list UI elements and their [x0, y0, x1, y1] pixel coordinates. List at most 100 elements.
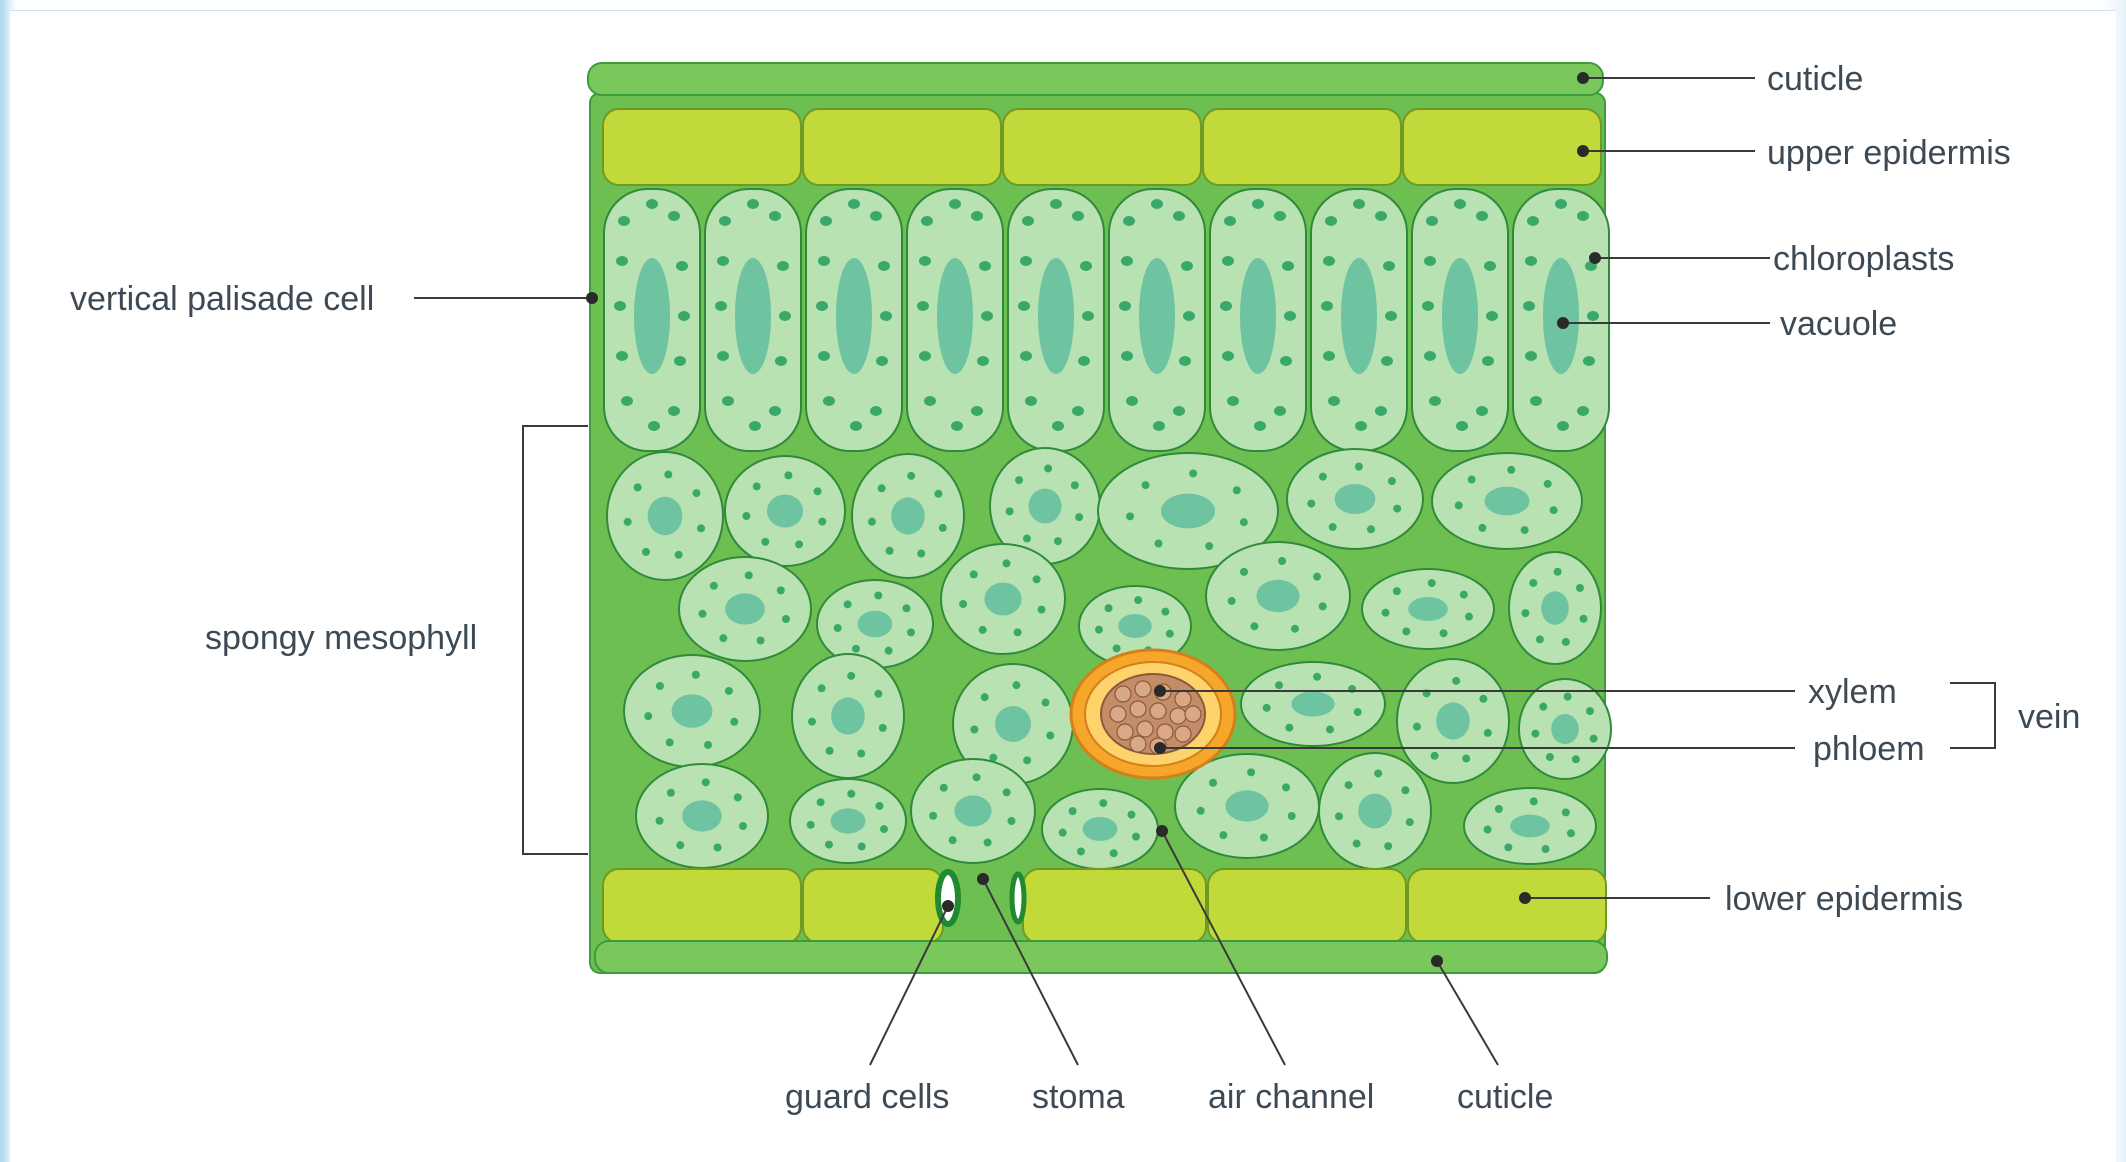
chloroplast — [1465, 613, 1473, 621]
chloroplast — [1042, 699, 1050, 707]
chloroplast — [1393, 505, 1401, 513]
chloroplast — [1329, 523, 1337, 531]
chloroplast — [1132, 833, 1140, 841]
chloroplast — [717, 256, 729, 266]
spongy-vacuole — [995, 706, 1031, 742]
chloroplast — [970, 570, 978, 578]
chloroplast — [702, 778, 710, 786]
chloroplast — [1454, 199, 1466, 209]
chloroplast — [826, 747, 834, 755]
chloroplast — [739, 822, 747, 830]
chloroplast — [971, 211, 983, 221]
chloroplast — [1590, 735, 1598, 743]
chloroplast — [1046, 732, 1054, 740]
palisade-cell — [604, 189, 700, 451]
chloroplast — [1562, 638, 1570, 646]
chloroplast — [714, 844, 722, 852]
chloroplast — [777, 586, 785, 594]
chloroplast — [1462, 755, 1470, 763]
spongy-mesophyll-cell — [1287, 449, 1423, 549]
spongy-mesophyll-cell — [852, 454, 964, 578]
palisade-cell — [705, 189, 801, 451]
spongy-mesophyll-cell — [624, 655, 760, 767]
chloroplast — [678, 311, 690, 321]
chloroplast — [676, 841, 684, 849]
chloroplast — [1134, 596, 1142, 604]
palisade-cell — [1210, 189, 1306, 451]
chloroplast — [973, 773, 981, 781]
chloroplast — [1355, 463, 1363, 471]
chloroplast — [868, 518, 876, 526]
label-spongy-mesophyll: spongy mesophyll — [205, 619, 477, 657]
chloroplast — [676, 261, 688, 271]
leaf-cross-section-diagram: cuticle upper epidermis chloroplasts vac… — [10, 11, 2116, 1162]
chloroplast — [719, 216, 731, 226]
chloroplast — [1142, 481, 1150, 489]
chloroplast — [907, 472, 915, 480]
chloroplast — [1456, 421, 1468, 431]
chloroplast — [1197, 807, 1205, 815]
chloroplast — [1429, 396, 1441, 406]
chloroplast — [1495, 805, 1503, 813]
chloroplast — [1326, 725, 1334, 733]
spongy-vacuole — [1408, 597, 1448, 621]
chloroplast — [777, 261, 789, 271]
chloroplast — [878, 261, 890, 271]
chloroplast — [717, 351, 729, 361]
label-lower-epidermis: lower epidermis — [1725, 880, 1963, 918]
chloroplast — [1179, 356, 1191, 366]
lower-epidermis-cells — [603, 869, 1606, 943]
chloroplast — [664, 471, 672, 479]
chloroplast — [1375, 406, 1387, 416]
chloroplast — [710, 582, 718, 590]
chloroplast — [1250, 622, 1258, 630]
chloroplast — [825, 841, 833, 849]
chloroplast — [1531, 730, 1539, 738]
lower-cuticle — [595, 941, 1607, 973]
chloroplast — [1583, 356, 1595, 366]
chloroplast — [1275, 681, 1283, 689]
chloroplast — [1381, 356, 1393, 366]
chloroplast — [1402, 627, 1410, 635]
chloroplast — [847, 790, 855, 798]
chloroplast — [775, 356, 787, 366]
chloroplast — [1428, 579, 1436, 587]
chloroplast — [814, 487, 822, 495]
label-xylem: xylem — [1808, 673, 1897, 711]
chloroplast — [844, 600, 852, 608]
spongy-mesophyll-cell — [1241, 662, 1385, 746]
spongy-mesophyll-cell — [1464, 788, 1596, 864]
chloroplast — [1205, 542, 1213, 550]
chloroplast — [1388, 477, 1396, 485]
chloroplast — [675, 551, 683, 559]
spongy-mesophyll-cell — [1362, 569, 1494, 649]
chloroplast — [1181, 261, 1193, 271]
chloroplast — [879, 724, 887, 732]
chloroplast — [1367, 525, 1375, 533]
chloroplast — [697, 524, 705, 532]
chloroplast — [730, 718, 738, 726]
chloroplast — [919, 256, 931, 266]
chloroplast — [745, 571, 753, 579]
chloroplast — [1335, 812, 1343, 820]
chloroplast — [1382, 609, 1390, 617]
chloroplast — [1321, 301, 1333, 311]
chloroplast — [1550, 506, 1558, 514]
vein-cell — [1175, 726, 1191, 742]
chloroplast — [1220, 301, 1232, 311]
spongy-mesophyll-cell — [941, 544, 1065, 654]
chloroplast — [921, 216, 933, 226]
label-cuticle-bottom: cuticle — [1457, 1078, 1553, 1116]
chloroplast — [747, 199, 759, 209]
palisade-cell — [1311, 189, 1407, 451]
spongy-mesophyll-cell — [1432, 453, 1582, 549]
spongy-vacuole — [648, 497, 683, 535]
label-vein: vein — [2018, 698, 2080, 736]
spongy-vacuole — [1083, 817, 1118, 841]
chloroplast — [1033, 575, 1041, 583]
chloroplast — [1482, 356, 1494, 366]
chloroplast — [917, 301, 929, 311]
spongy-vacuole — [1118, 614, 1152, 638]
label-vacuole: vacuole — [1780, 305, 1897, 343]
chloroplast — [1240, 518, 1248, 526]
